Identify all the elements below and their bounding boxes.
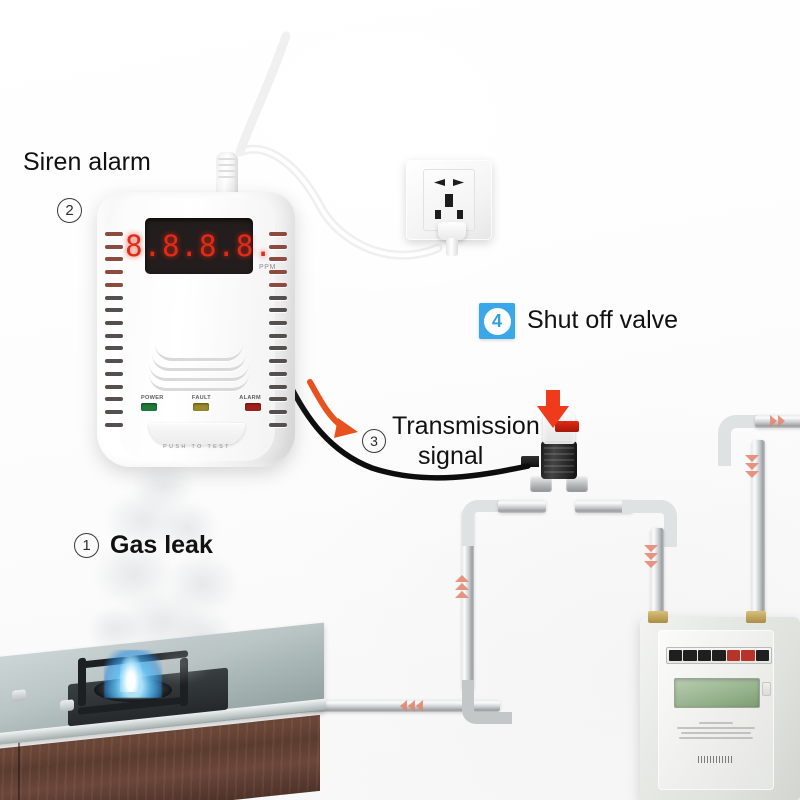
step-3-marker: 3	[362, 429, 386, 453]
pipe-elbow-valve-right	[622, 500, 677, 547]
pipe-left-vertical	[462, 510, 474, 690]
detector-vent-right	[269, 232, 287, 427]
pipe-elbow-bottom-left	[462, 680, 512, 724]
gas-detector[interactable]: 8.8.8.8. PPM POWER FAULT ALARM PUSH TO T…	[97, 152, 295, 467]
wall-socket[interactable]	[406, 160, 492, 240]
flow-arrow-bottom	[400, 700, 423, 712]
step-1-marker: 1	[74, 533, 99, 558]
power-plug[interactable]	[438, 222, 466, 240]
led-label-fault: FAULT	[191, 395, 212, 401]
shut-off-valve-label: Shut off valve	[527, 306, 679, 334]
pipe-valve-right	[575, 500, 633, 513]
gas-leak-plume	[60, 455, 270, 685]
detector-display: 8.8.8.8.	[125, 218, 272, 274]
led-label-alarm: ALARM	[239, 395, 261, 401]
gas-meter-outlet-fitting	[746, 611, 766, 623]
pipe-meter-inlet-left	[651, 528, 664, 624]
transmission-signal-label-line1: Transmission	[392, 412, 540, 440]
led-power	[141, 403, 157, 411]
socket-pin-lower-left	[435, 210, 441, 219]
pipe-valve-left	[498, 500, 546, 513]
shut-off-valve[interactable]	[521, 412, 588, 492]
gas-meter-register	[666, 647, 772, 664]
detector-test-button-label: PUSH TO TEST	[163, 444, 231, 450]
gas-meter-button[interactable]	[762, 682, 771, 696]
siren-alarm-label: Siren alarm	[23, 148, 151, 176]
socket-pin-lower-right	[457, 210, 463, 219]
gas-meter-notice-text	[672, 722, 760, 739]
socket-pin-earth	[445, 194, 453, 207]
cabinet-seam	[18, 739, 20, 800]
detector-speaker-grille	[149, 344, 249, 391]
led-label-power: POWER	[141, 395, 164, 401]
gas-meter-faceplate	[658, 630, 774, 790]
gas-meter-barcode	[698, 756, 732, 763]
stove-knob-2[interactable]	[60, 699, 74, 712]
gas-meter	[640, 611, 800, 800]
valve-red-indicator	[555, 421, 579, 432]
transmission-signal-label-line2: signal	[418, 442, 484, 470]
step-4-marker: 4	[479, 303, 515, 339]
socket-pin-left	[434, 179, 445, 186]
step-4-number: 4	[483, 307, 511, 335]
detector-test-button[interactable]	[149, 423, 245, 445]
gas-stove	[0, 622, 334, 800]
valve-cable-stub	[521, 456, 539, 467]
detector-vent-left	[105, 232, 123, 427]
valve-body	[541, 441, 577, 479]
step-2-marker: 2	[57, 198, 82, 223]
gas-meter-lcd-display	[674, 678, 760, 708]
led-fault	[193, 403, 209, 411]
pipe-meter-outlet-right	[752, 440, 765, 626]
detector-display-value: 8.8.8.8.	[125, 228, 273, 263]
gas-leak-label: Gas leak	[110, 531, 213, 559]
flow-arrow-left-riser	[455, 575, 469, 598]
flow-arrow-top-right	[770, 415, 785, 427]
socket-insert	[423, 169, 475, 231]
valve-indicator-cap	[543, 412, 579, 444]
detector-status-leds: POWER FAULT ALARM	[141, 395, 261, 411]
flow-arrow-right-riser	[745, 455, 759, 478]
stove-knob-1[interactable]	[12, 689, 26, 702]
led-alarm	[245, 403, 261, 411]
detector-strain-relief	[216, 152, 238, 196]
gas-meter-inlet-fitting	[648, 611, 668, 623]
power-plug-neck	[446, 238, 458, 256]
pipe-top-right-horizontal	[755, 415, 800, 428]
socket-pin-right	[453, 179, 464, 186]
flow-arrow-meter-inlet	[644, 545, 658, 568]
detector-display-unit: PPM	[259, 264, 276, 271]
valve-flange-right	[566, 475, 588, 492]
valve-flange-left	[530, 475, 552, 492]
gas-flame-core	[120, 656, 142, 692]
